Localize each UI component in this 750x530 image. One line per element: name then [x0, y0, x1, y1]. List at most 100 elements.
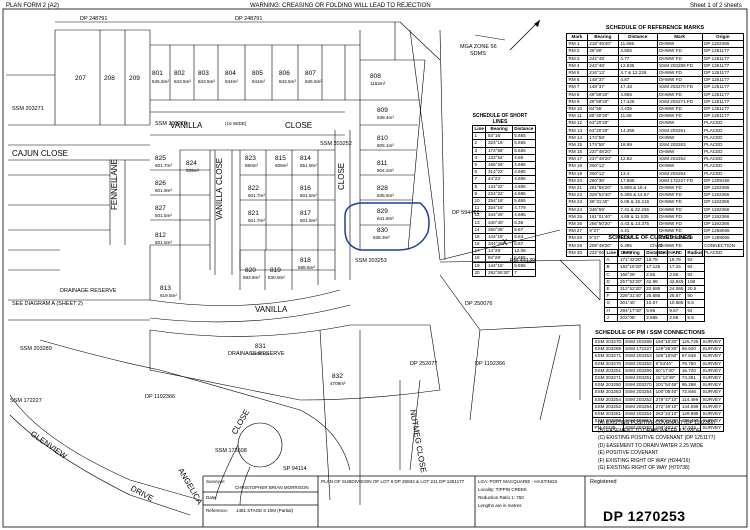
lot-812: 812	[155, 232, 166, 239]
pm-ssm-cell: 144.699	[679, 402, 701, 411]
pm-ssm-cell: SSM 203252	[622, 395, 655, 404]
lot-821: 821	[248, 210, 259, 217]
lot-810: 810	[377, 135, 388, 142]
short-lines-cell: 11	[471, 204, 487, 213]
area-825: 501.7m²	[155, 163, 172, 168]
short-lines-cell: 134°22'	[485, 182, 513, 191]
warning-label: WARNING: CREASING OR FOLDING WILL LEAD T…	[250, 3, 431, 9]
pm-ssm-cell: SSM 203251	[592, 366, 624, 375]
ref-marks-cell: DP 1251177	[701, 90, 745, 99]
pm-ssm-cell: SSM 203251	[622, 373, 655, 383]
pm-ssm-cell: 205°31'20"	[653, 417, 681, 426]
ref-marks-cell: DHWW	[656, 162, 703, 171]
lot-805: 805	[252, 70, 263, 77]
curved-lines-cell: H	[603, 306, 619, 315]
curved-lines-cell: 301°40'	[617, 299, 645, 308]
lot-814: 814	[300, 155, 311, 162]
area-809: 638.4m²	[377, 115, 394, 120]
road-nutmeg-close: NUTMEG CLOSE	[408, 409, 428, 474]
lot-813: 813	[160, 285, 171, 292]
pm-ssm-cell: 72.846	[679, 388, 701, 397]
ref-marks-cell: 17.565	[617, 176, 658, 185]
curved-lines-cell: 9.5	[684, 299, 706, 308]
short-lines-cell: 14°29'	[485, 247, 513, 256]
ref-marks-cell: 329°52'40"	[586, 191, 619, 200]
lot-823: 823	[245, 155, 256, 162]
sheet-label: Sheet 1 of 2 sheets	[690, 3, 742, 9]
lot-825: 825	[155, 155, 166, 162]
reference-label: Reference:	[206, 508, 229, 513]
pm-ssm-cell: SSM 203254	[622, 388, 655, 397]
ref-marks-cell: DHWW FD	[656, 205, 703, 214]
curved-lines-cell: 228°31'40"	[617, 292, 645, 301]
pm-ssm-cell: 185°18'50"	[653, 352, 681, 361]
short-lines-cell: 5.655	[511, 261, 536, 270]
pm-ssm-cell: SURVEY	[699, 381, 724, 390]
curved-lines-header: Line	[603, 248, 619, 258]
ref-marks-cell: 261°55'20"	[586, 183, 619, 193]
short-lines-cell: 13	[471, 218, 487, 227]
short-lines-cell: 12	[471, 211, 487, 220]
title-block-lines	[202, 475, 747, 527]
area-812: 501.5m²	[155, 240, 172, 245]
legend-item: (E) POSITIVE COVENANT	[598, 450, 659, 456]
ref-marks-cell: 148°37'	[586, 76, 619, 85]
ref-marks-cell: DP 1251177	[701, 61, 745, 70]
ref-marks-cell: RM 24	[566, 205, 588, 214]
pm-ssm-cell: SSM 203253	[622, 352, 655, 361]
road-close-bottom: CLOSE	[230, 408, 251, 436]
ref-marks-cell: 4.43 & 13.375	[617, 219, 658, 229]
short-lines-cell: 4.685	[511, 175, 536, 184]
short-lines-cell: 44°22'	[485, 175, 513, 184]
ref-marks-cell: RM 28	[566, 234, 588, 243]
curved-lines-cell: 182°16'20"	[617, 263, 645, 272]
short-lines-cell: 9	[471, 189, 487, 198]
short-lines-cell: 16	[471, 239, 487, 249]
ref-marks-cell: DHWW FD	[656, 112, 703, 121]
curved-lines-cell: 294°17'40"	[617, 306, 645, 315]
ref-marks-title: SCHEDULE OF REFERENCE MARKS	[605, 25, 705, 31]
ref-marks-cell: PLACED	[701, 119, 745, 128]
curved-lines-cell: 92	[684, 263, 706, 272]
lot-816: 816	[300, 185, 311, 192]
ref-marks-cell: RM 4	[566, 61, 588, 70]
road-width-labels: (16 WIDE)	[225, 121, 247, 126]
see-diagram-a: SEE DIAGRAM A (SHEET 2)	[12, 301, 83, 307]
ref-marks-cell: 174°58'	[586, 140, 619, 150]
short-lines-cell: 4.685	[511, 189, 536, 198]
pm-ssm-cell: 114.499	[679, 395, 701, 404]
ref-marks-cell: 9°27'	[586, 227, 619, 236]
pm-ssm-cell: SSM 203270	[622, 381, 655, 390]
area-808: 1152m²	[370, 81, 386, 86]
ref-marks-cell: DP 1192366	[701, 198, 745, 207]
curved-lines-cell: F	[603, 292, 619, 301]
plan-border	[2, 8, 748, 528]
area-802: 843.5m²	[174, 79, 191, 84]
pm-ssm-cell: SURVEY	[699, 402, 724, 411]
sdms-label: SDMS	[470, 51, 486, 57]
road-top-right	[394, 22, 446, 261]
road-vanilla-vertical: VANILLA	[215, 187, 224, 220]
short-lines-cell: 314°22'	[485, 168, 513, 177]
ref-marks-cell: 242°48'	[586, 54, 619, 63]
curved-lines-cell: 171°42'20"	[617, 256, 645, 265]
curved-lines-cell: 42.945	[666, 277, 686, 286]
ref-marks-cell: 4.41	[617, 227, 658, 236]
ssm-203252: SSM 203252	[320, 141, 352, 147]
legend-item: (C) EXISTING POSITIVE COVENANT (DP 12511…	[598, 435, 716, 441]
lot-209: 209	[129, 75, 140, 82]
road-close-top: CLOSE	[285, 121, 312, 130]
short-lines-cell: 5	[471, 160, 487, 170]
ref-marks-cell: RM 7	[566, 83, 588, 92]
ref-marks-cell: 49°59'20"	[586, 90, 619, 99]
legend-item: (D) EASEMENT TO DRAIN WATER 2.25 WIDE	[598, 442, 704, 449]
